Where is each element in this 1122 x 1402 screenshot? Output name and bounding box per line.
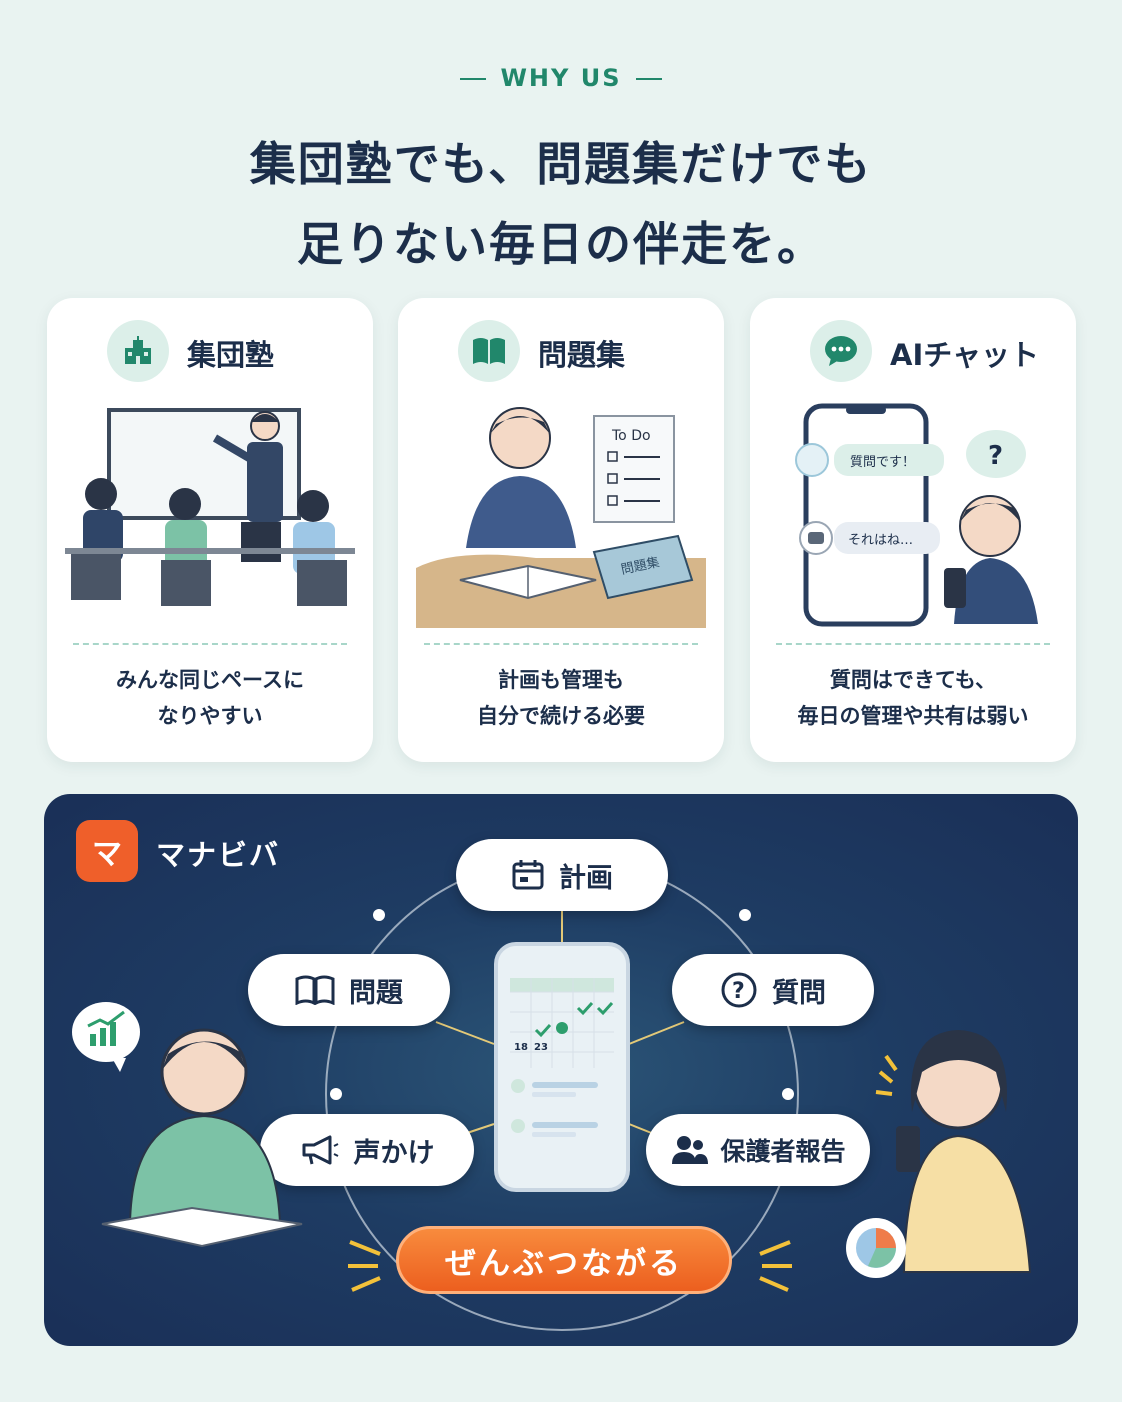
feature-plan-label: 計画 — [559, 862, 613, 894]
megaphone-icon — [302, 1135, 338, 1165]
card-desc-line2: 自分で続ける必要 — [477, 704, 645, 728]
card-cram-school: 集団塾 みんな同じペースに なりやすい — [47, 298, 373, 762]
feature-plan: 計画 — [456, 839, 668, 911]
card-divider — [73, 643, 347, 645]
classroom-illustration — [65, 408, 355, 606]
svg-text:?: ? — [732, 979, 745, 1004]
card-desc-line1: 質問はできても、 — [829, 668, 997, 692]
school-icon — [107, 320, 169, 382]
card-desc-line1: 計画も管理も — [498, 668, 624, 692]
card-desc-line2: 毎日の管理や共有は弱い — [797, 704, 1029, 728]
workbook-illustration: To Do 問題集 — [416, 407, 706, 628]
people-icon — [672, 1136, 709, 1164]
eyebrow-dash-left — [460, 78, 487, 80]
card-divider — [776, 643, 1050, 645]
card-ai-chat: AIチャット 質問です！ それはね… ? 質問はできても、 毎日の管理や共有は弱… — [750, 298, 1076, 762]
card-description: みんな同じペースに なりやすい — [47, 662, 373, 734]
phone-mockup: 18 23 — [494, 942, 630, 1192]
feature-parent-report-label: 保護者報告 — [720, 1137, 846, 1166]
question-circle-icon: ? — [721, 972, 757, 1008]
eyebrow-dash-right — [635, 78, 662, 80]
brand-name: マナビバ — [156, 838, 281, 872]
manabiba-panel: マ マナビバ 18 23 計画 問題 — [44, 794, 1078, 1346]
feature-question: ? 質問 — [672, 954, 874, 1026]
card-desc-line1: みんな同じペースに — [116, 668, 304, 692]
chat-bubble-answer: それはね… — [848, 533, 913, 548]
headline-line2: 足りない毎日の伴走を。 — [297, 217, 825, 271]
feature-question-label: 質問 — [772, 977, 826, 1009]
headline-line1: 集団塾でも、問題集だけでも — [249, 137, 873, 191]
card-description: 計画も管理も 自分で続ける必要 — [398, 662, 724, 734]
chat-bubble-question: 質問です！ — [850, 455, 915, 470]
card-desc-line2: なりやすい — [157, 704, 263, 728]
todo-label: To Do — [611, 428, 651, 444]
card-title: AIチャット — [890, 338, 1039, 372]
cta-button[interactable]: ぜんぶつながる — [396, 1226, 732, 1294]
book-icon — [458, 320, 520, 382]
feature-problems: 問題 — [248, 954, 450, 1026]
ai-chat-illustration: 質問です！ それはね… ? — [795, 403, 1038, 627]
growth-chart-icon — [87, 1010, 125, 1046]
cta-sparkles — [348, 1240, 792, 1292]
section-eyebrow: WHY US — [0, 64, 1122, 92]
open-book-icon — [295, 975, 335, 1005]
card-workbook: 問題集 To Do 問題集 計画も管理も 自分で続ける必要 — [398, 298, 724, 762]
question-mark: ? — [988, 441, 1003, 471]
workbook-cover-label: 問題集 — [620, 554, 661, 578]
feature-encourage-label: 声かけ — [353, 1137, 435, 1169]
card-description: 質問はできても、 毎日の管理や共有は弱い — [750, 662, 1076, 734]
card-title: 集団塾 — [187, 338, 275, 372]
parent-illustration — [846, 1030, 1032, 1278]
feature-problems-label: 問題 — [349, 977, 403, 1009]
feature-parent-report: 保護者報告 — [646, 1114, 870, 1186]
feature-encourage: 声かけ — [260, 1114, 474, 1186]
calendar-icon — [512, 860, 544, 890]
card-title: 問題集 — [538, 338, 626, 372]
student-illustration — [72, 1002, 303, 1248]
chat-icon — [810, 320, 872, 382]
brand-logo-letter: マ — [92, 837, 122, 872]
eyebrow-label: WHY US — [500, 64, 622, 92]
pie-chart-icon — [856, 1228, 896, 1268]
calendar-date-18: 18 — [514, 1042, 528, 1053]
card-divider — [424, 643, 698, 645]
calendar-date-23: 23 — [534, 1042, 548, 1053]
brand-logo: マ — [76, 820, 138, 882]
